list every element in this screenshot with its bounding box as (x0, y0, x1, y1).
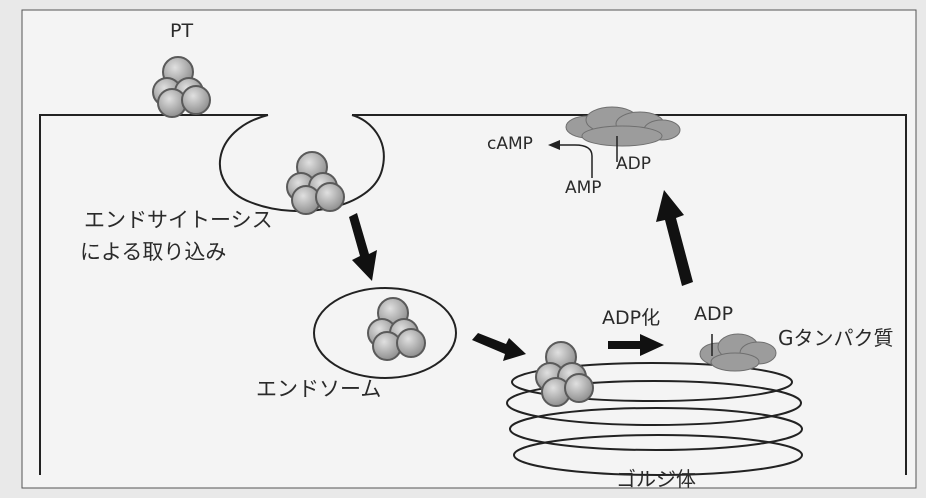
label-endocytosis-line2: による取り込み (80, 236, 226, 266)
label-adp-golgi: ADP (694, 303, 733, 325)
label-g-protein: Gタンパク質 (778, 322, 894, 351)
label-adp-top: ADP (616, 154, 651, 174)
label-adp-ribosylation: ADP化 (602, 303, 660, 330)
label-camp: cAMP (487, 134, 533, 154)
label-golgi: ゴルジ体 (616, 463, 696, 492)
label-amp: AMP (565, 178, 602, 198)
label-pt: PT (170, 20, 193, 42)
label-endosome: エンドソーム (256, 373, 381, 403)
label-endocytosis-line1: エンドサイトーシス (84, 204, 273, 234)
